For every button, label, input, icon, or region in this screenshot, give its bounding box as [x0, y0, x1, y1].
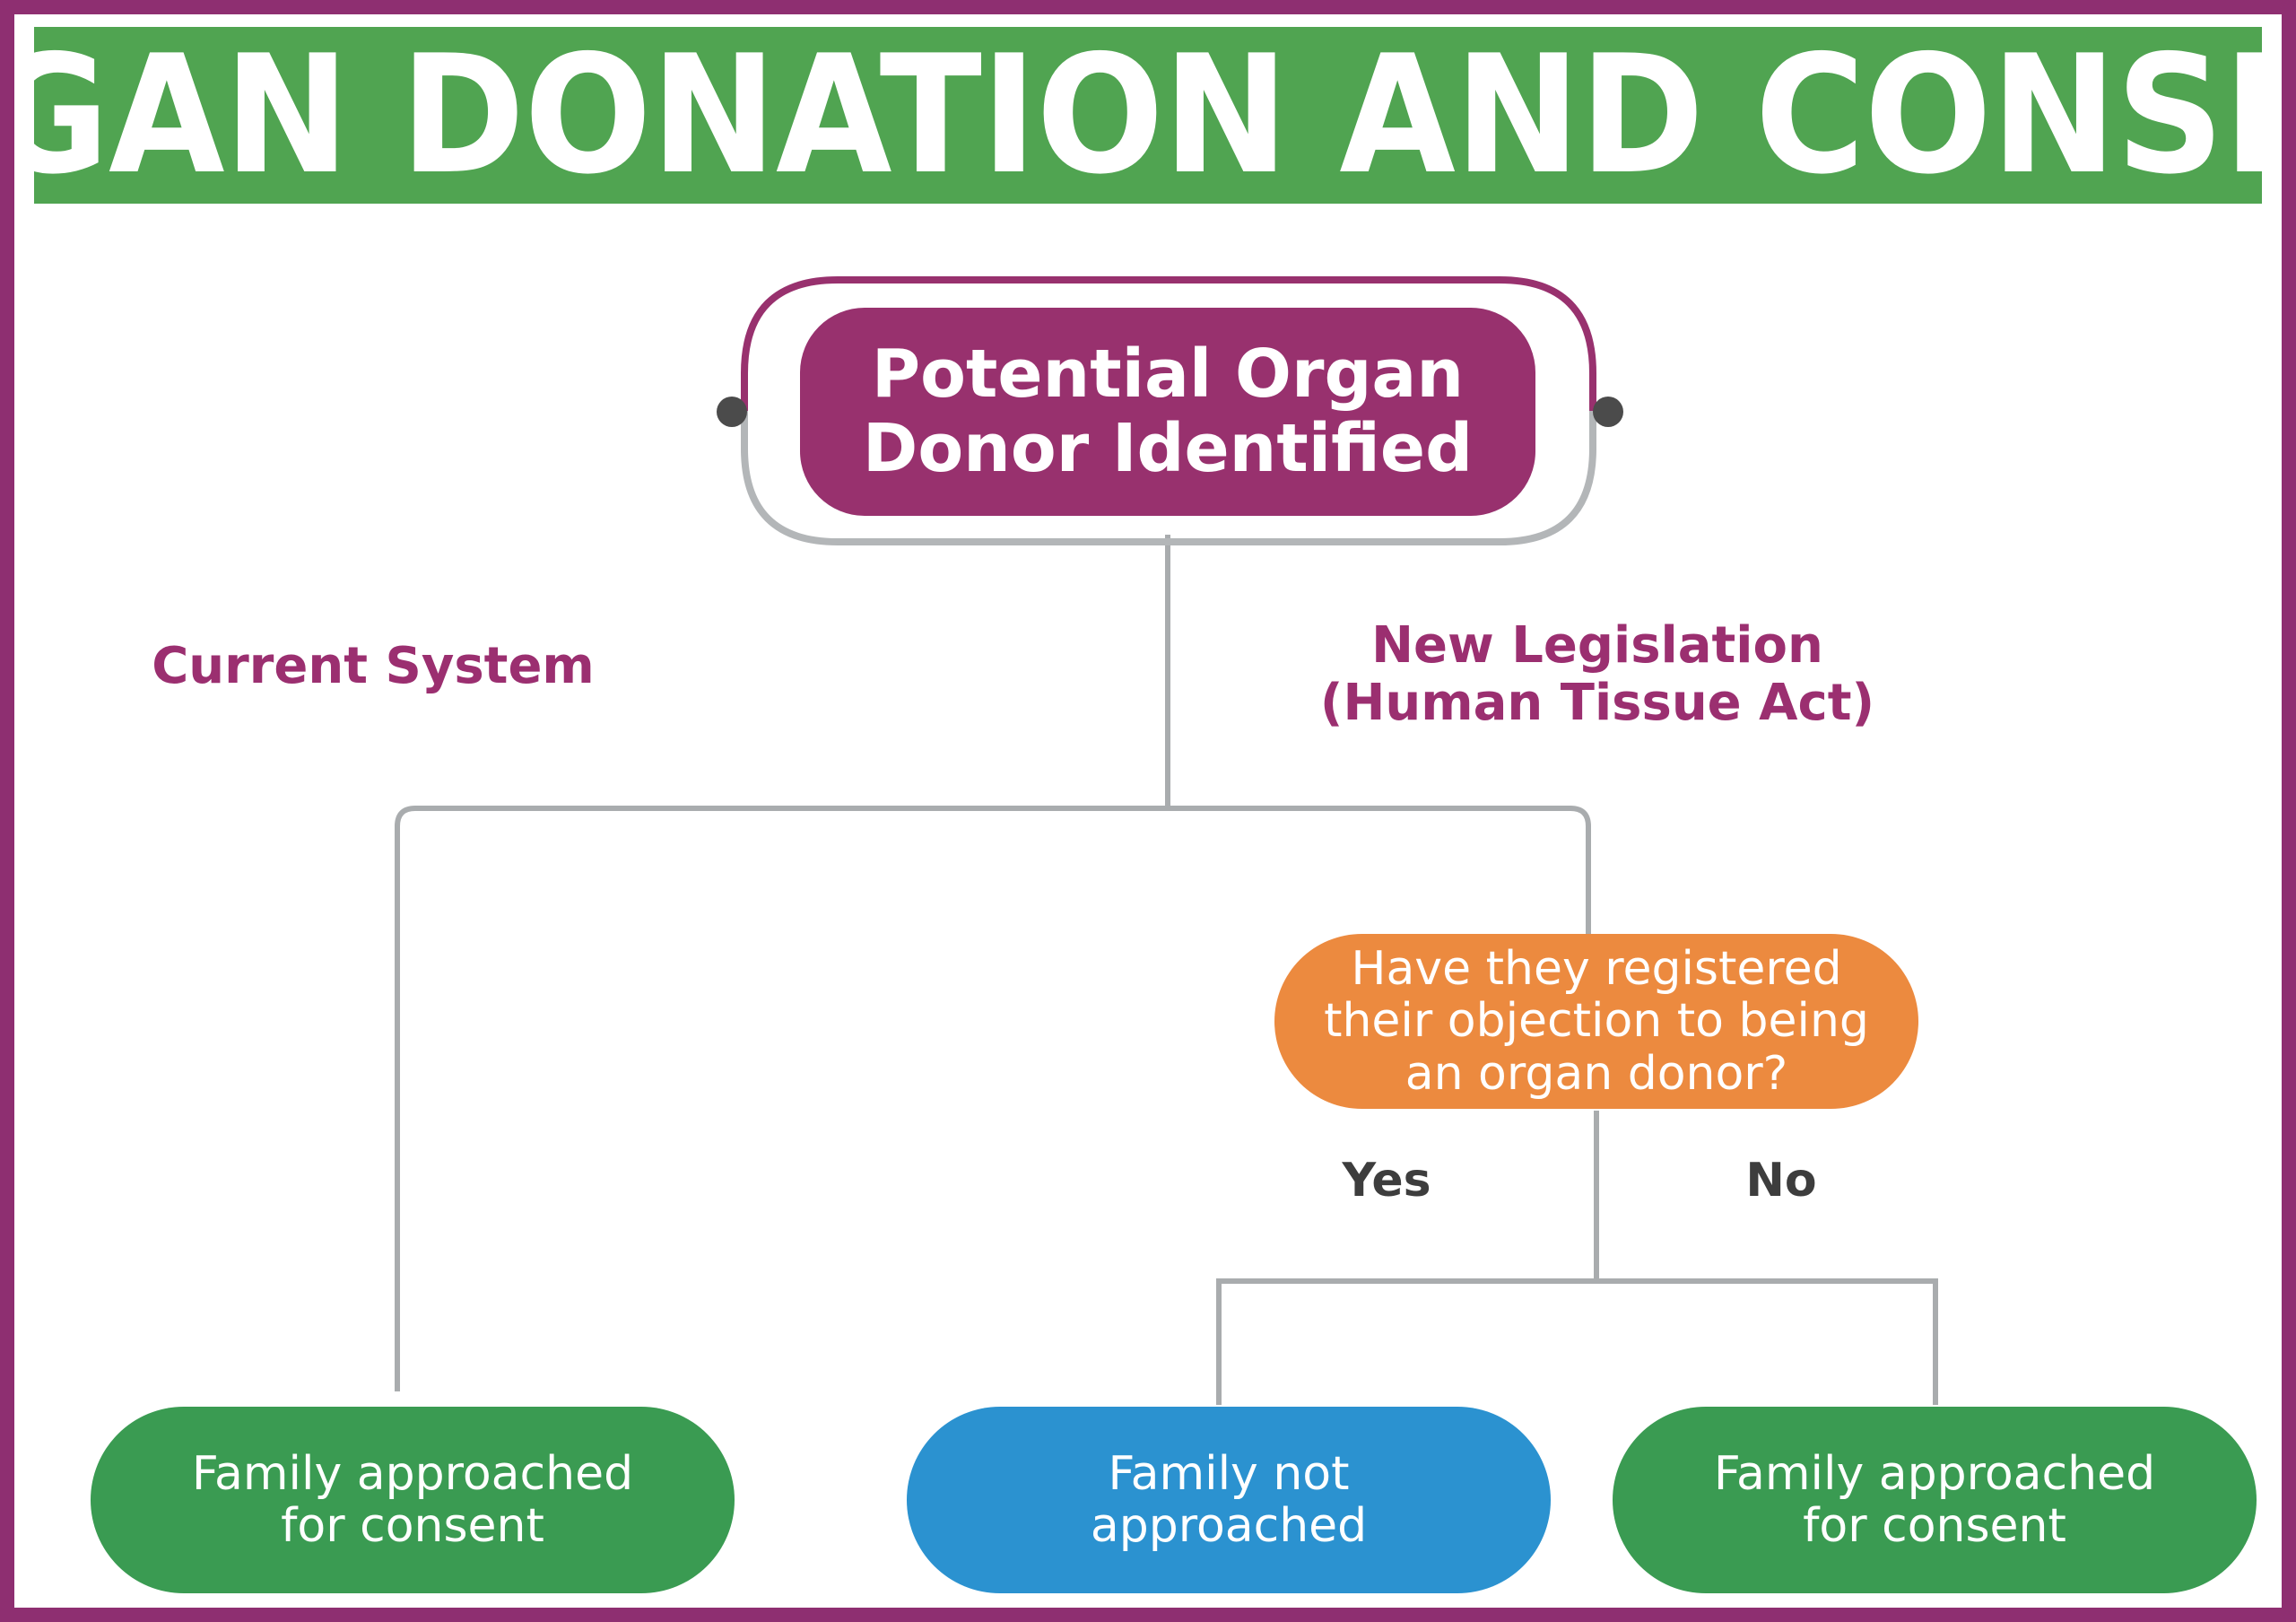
branch-caption-current-system: Current System — [152, 637, 595, 695]
page-title: ORGAN DONATION AND CONSENT — [14, 20, 2282, 211]
ring-bottom-arc — [741, 411, 1596, 545]
edge-label-yes: Yes — [1342, 1154, 1431, 1208]
branch-caption-new-legislation: New Legislation(Human Tissue Act) — [1319, 616, 1875, 733]
title-banner: ORGAN DONATION AND CONSENT — [14, 27, 2282, 204]
connector-top-split — [395, 806, 1591, 1391]
connector-lines — [395, 535, 1938, 1405]
ring-top-arc — [741, 276, 1596, 411]
ring-dot-left — [717, 397, 747, 427]
edge-label-no: No — [1745, 1154, 1817, 1208]
poster-canvas: ORGAN DONATION AND CONSENT Pote — [14, 14, 2282, 1608]
connector-answer-split — [1216, 1278, 1938, 1405]
ring-dot-right — [1593, 397, 1623, 427]
root-node-ring — [737, 273, 1600, 549]
